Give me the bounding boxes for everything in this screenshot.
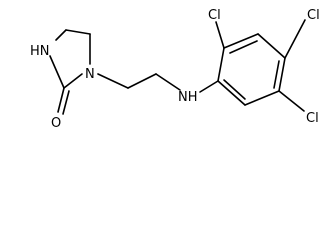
bond-nh-aryl xyxy=(199,80,219,93)
ring-bond-c3-c4 xyxy=(257,33,286,59)
ring-double-c4-c5 xyxy=(273,60,280,89)
bond-ch2-nh xyxy=(155,73,181,91)
atom-label-hn: HN xyxy=(30,44,50,59)
ring-bond-c6-c1 xyxy=(217,80,246,106)
atom-label-cl-4: Cl xyxy=(307,8,320,23)
bond-ch2-ch2 xyxy=(127,73,157,89)
ring-double-c2-c3 xyxy=(229,40,258,54)
ring-double-c6-c1 xyxy=(223,79,246,100)
bond-c4-c5 xyxy=(65,29,91,35)
ring-bond-c2-c3 xyxy=(223,33,259,49)
ring-bond-c5-c6 xyxy=(244,90,280,106)
atom-label-cl-5: Cl xyxy=(306,111,319,126)
bond-c2-n3 xyxy=(49,55,65,89)
atom-label-cl-2: Cl xyxy=(208,8,221,23)
ring-bond-c4-c5 xyxy=(278,57,286,92)
bond-n1-c2 xyxy=(63,73,83,89)
bond-c5-cl xyxy=(278,90,305,112)
bond-n3-c4 xyxy=(55,29,67,41)
chemical-structure: HN N O NH Cl Cl Cl xyxy=(30,8,320,131)
bond-c2-o-double xyxy=(62,90,70,115)
atom-label-n-ring: N xyxy=(85,67,95,82)
bond-c2-o xyxy=(57,87,65,113)
bond-c2-cl xyxy=(215,21,225,49)
ring-bond-c1-c2 xyxy=(217,47,225,82)
bond-n1-ch2 xyxy=(97,73,129,89)
atom-label-nh: NH xyxy=(178,90,198,105)
bond-c4-cl xyxy=(284,19,306,59)
atom-label-oxygen: O xyxy=(51,116,61,131)
